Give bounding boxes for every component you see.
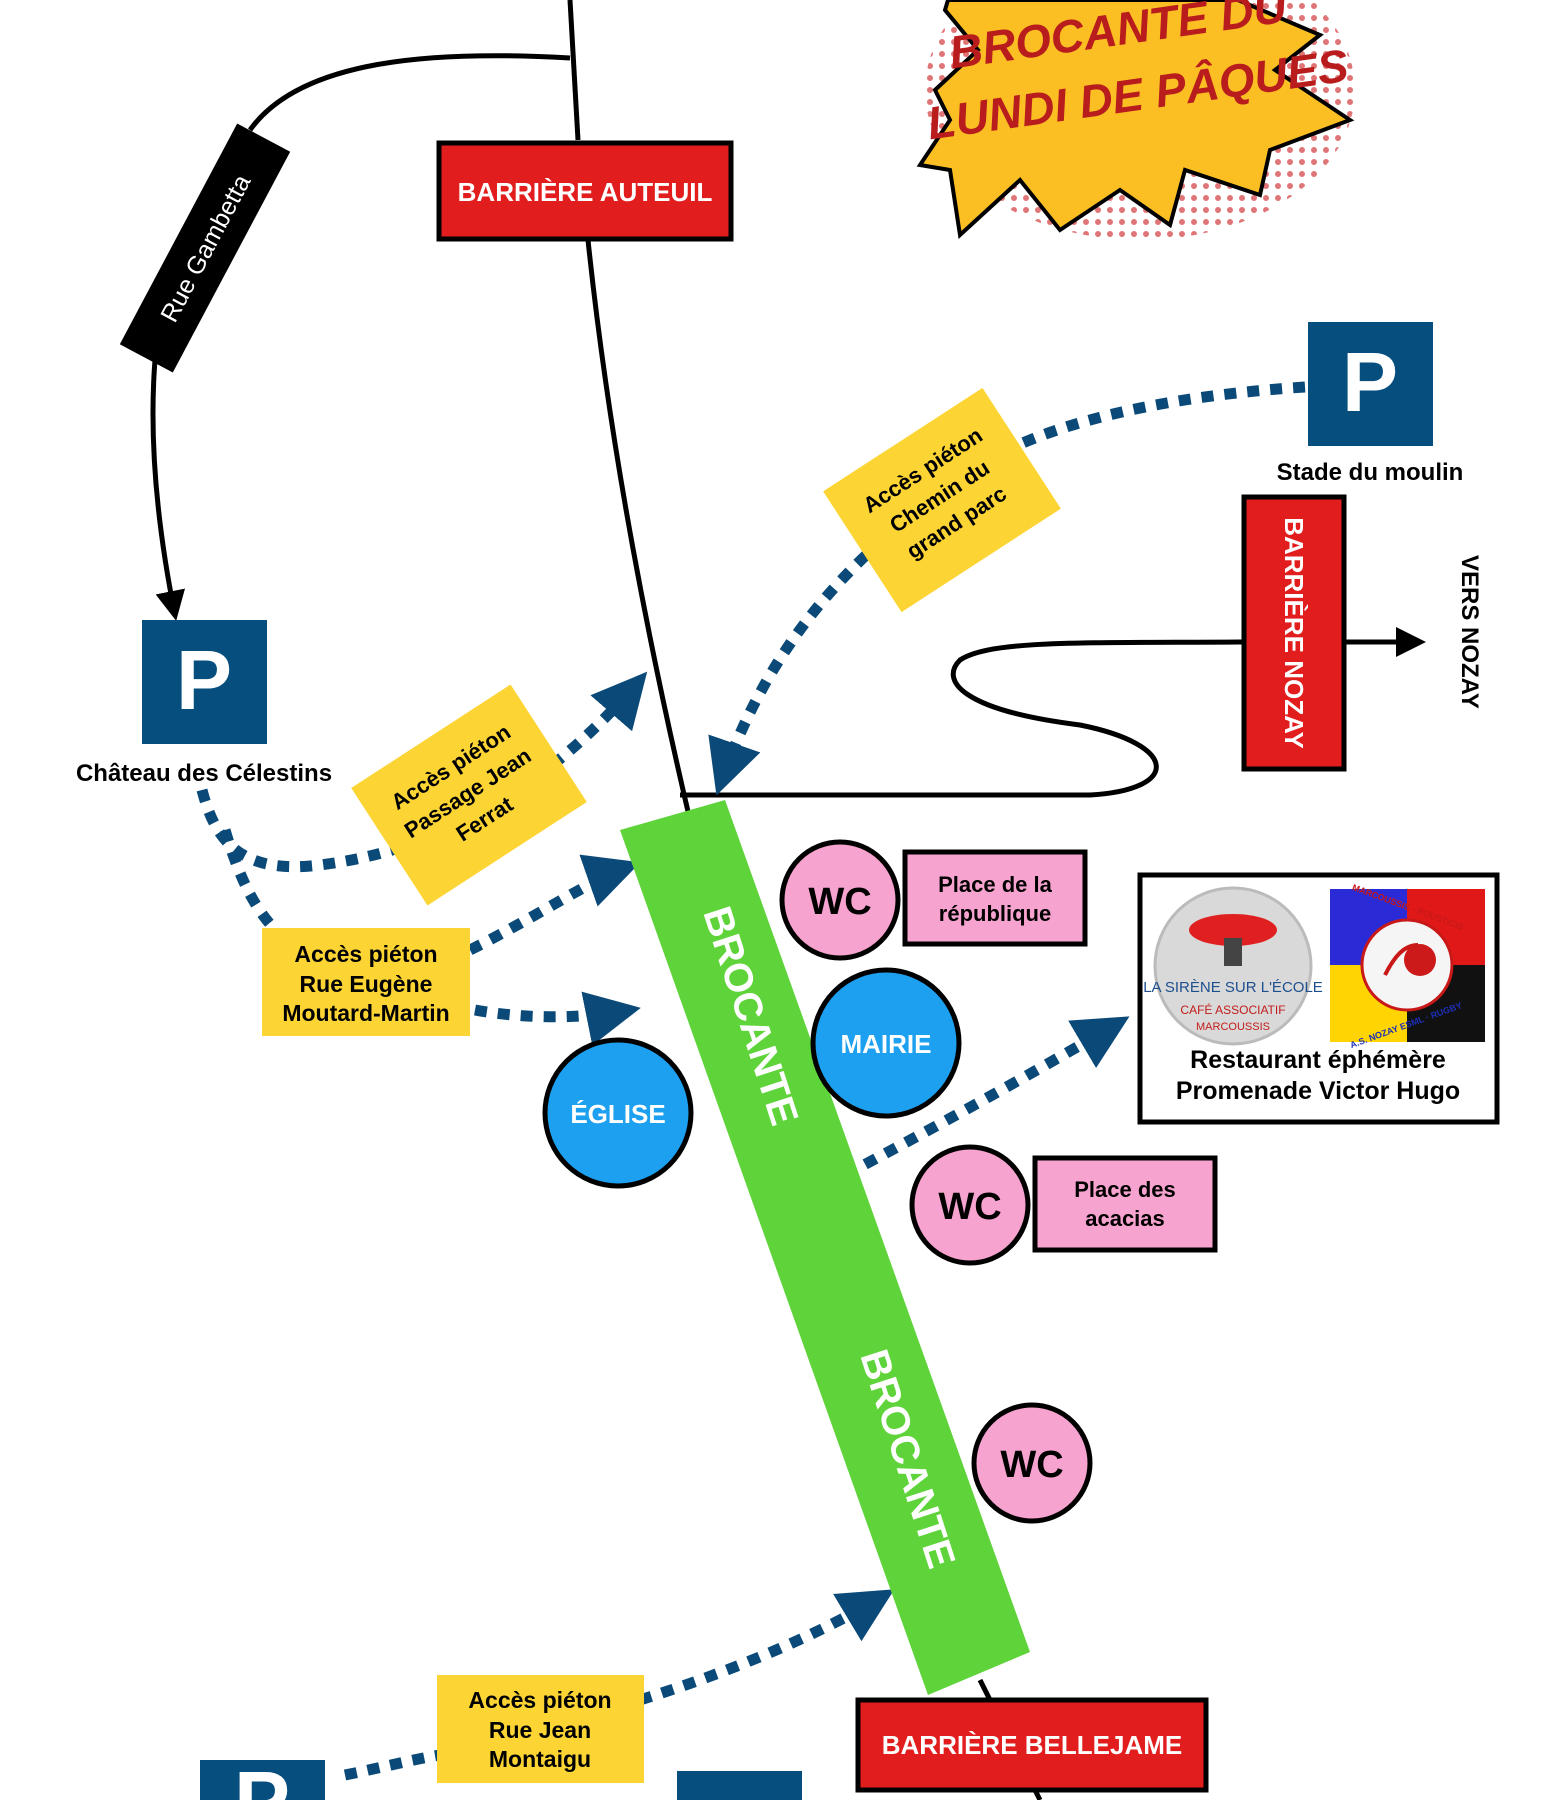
- logo-as-nozay: MARCOUSSIS · ROUSTICIS A.S. NOZAY ESML ·…: [1330, 882, 1485, 1050]
- svg-text:Montaigu: Montaigu: [489, 1746, 591, 1772]
- logo-sirene: LA SIRÈNE SUR L'ÉCOLE CAFÉ ASSOCIATIF MA…: [1143, 886, 1323, 1046]
- access-grand-parc: Accès piéton Chemin du grand parc: [823, 387, 1061, 613]
- barriere-nozay: BARRIÈRE NOZAY: [1241, 494, 1347, 772]
- svg-text:WC: WC: [938, 1186, 1001, 1228]
- eglise: ÉGLISE: [542, 1037, 694, 1189]
- main-road-south: [585, 239, 693, 821]
- rue-gambetta-label: Rue Gambetta: [119, 123, 291, 373]
- path-moutard-2: [467, 854, 641, 955]
- logo-sirene-line-1: LA SIRÈNE SUR L'ÉCOLE: [1143, 979, 1323, 996]
- rue-gambetta-road: [150, 359, 186, 621]
- svg-text:P: P: [1342, 335, 1398, 429]
- logo-sirene-line-2: CAFÉ ASSOCIATIF: [1180, 1002, 1285, 1017]
- logo-sirene-line-3: MARCOUSSIS: [1196, 1021, 1270, 1033]
- vers-nozay-label: VERS NOZAY: [1456, 555, 1483, 709]
- wc-south: WC: [971, 1402, 1093, 1524]
- road-to-nozay: [680, 627, 1426, 798]
- svg-text:BARRIÈRE NOZAY: BARRIÈRE NOZAY: [1279, 517, 1309, 749]
- wc-republique: WC Place de la république: [779, 839, 1088, 961]
- wc-republique-label-1: Place de la: [938, 872, 1053, 897]
- wc-republique-label-2: république: [939, 901, 1051, 926]
- path-moutard-3: [474, 991, 641, 1046]
- barriere-bellejame: BARRIÈRE BELLEJAME: [855, 1697, 1209, 1793]
- svg-text:Moutard-Martin: Moutard-Martin: [282, 1000, 449, 1026]
- path-montaigu-left: [343, 1749, 441, 1781]
- access-jean-ferrat: Accès piéton Passage Jean Ferrat: [351, 684, 587, 906]
- wc-acacias-label-1: Place des: [1074, 1177, 1176, 1202]
- title-burst: BROCANTE DU LUNDI DE PÂQUES: [916, 0, 1355, 240]
- svg-text:BARRIÈRE BELLEJAME: BARRIÈRE BELLEJAME: [882, 1730, 1182, 1760]
- path-moutard-1: [219, 828, 284, 939]
- svg-text:Rue Jean: Rue Jean: [489, 1717, 591, 1743]
- svg-text:WC: WC: [1000, 1444, 1063, 1486]
- restaurant-line-2: Promenade Victor Hugo: [1176, 1077, 1460, 1105]
- svg-text:P: P: [234, 1754, 290, 1800]
- svg-text:Accès piéton: Accès piéton: [294, 941, 437, 967]
- access-jean-montaigu: Accès piéton Rue Jean Montaigu: [437, 1675, 644, 1783]
- road-auteuil-branch: [247, 53, 571, 132]
- svg-text:Rue Eugène: Rue Eugène: [300, 971, 433, 997]
- parking-chateau: P Château des Célestins: [76, 620, 332, 787]
- barriere-auteuil: BARRIÈRE AUTEUIL: [436, 140, 734, 242]
- mairie: MAIRIE: [810, 967, 962, 1119]
- parking-bottom-center: [677, 1771, 802, 1800]
- parking-chateau-label: Château des Célestins: [76, 760, 332, 787]
- main-road: [567, 0, 581, 141]
- path-montaigu-right: [638, 1589, 895, 1706]
- svg-text:MAIRIE: MAIRIE: [841, 1029, 932, 1059]
- access-moutard-martin: Accès piéton Rue Eugène Moutard-Martin: [262, 928, 470, 1036]
- svg-text:P: P: [176, 633, 232, 727]
- svg-text:WC: WC: [808, 881, 871, 923]
- svg-text:BARRIÈRE AUTEUIL: BARRIÈRE AUTEUIL: [458, 177, 713, 207]
- wc-acacias-label-2: acacias: [1085, 1206, 1165, 1231]
- restaurant-panel: LA SIRÈNE SUR L'ÉCOLE CAFÉ ASSOCIATIF MA…: [1137, 872, 1500, 1125]
- wc-acacias: WC Place des acacias: [909, 1144, 1218, 1266]
- parking-stade: P Stade du moulin: [1277, 322, 1464, 486]
- parking-montaigu: P: [200, 1754, 325, 1800]
- parking-stade-label: Stade du moulin: [1277, 459, 1464, 486]
- restaurant-line-1: Restaurant éphémère: [1190, 1046, 1446, 1074]
- svg-text:Accès piéton: Accès piéton: [468, 1687, 611, 1713]
- svg-text:ÉGLISE: ÉGLISE: [570, 1099, 665, 1129]
